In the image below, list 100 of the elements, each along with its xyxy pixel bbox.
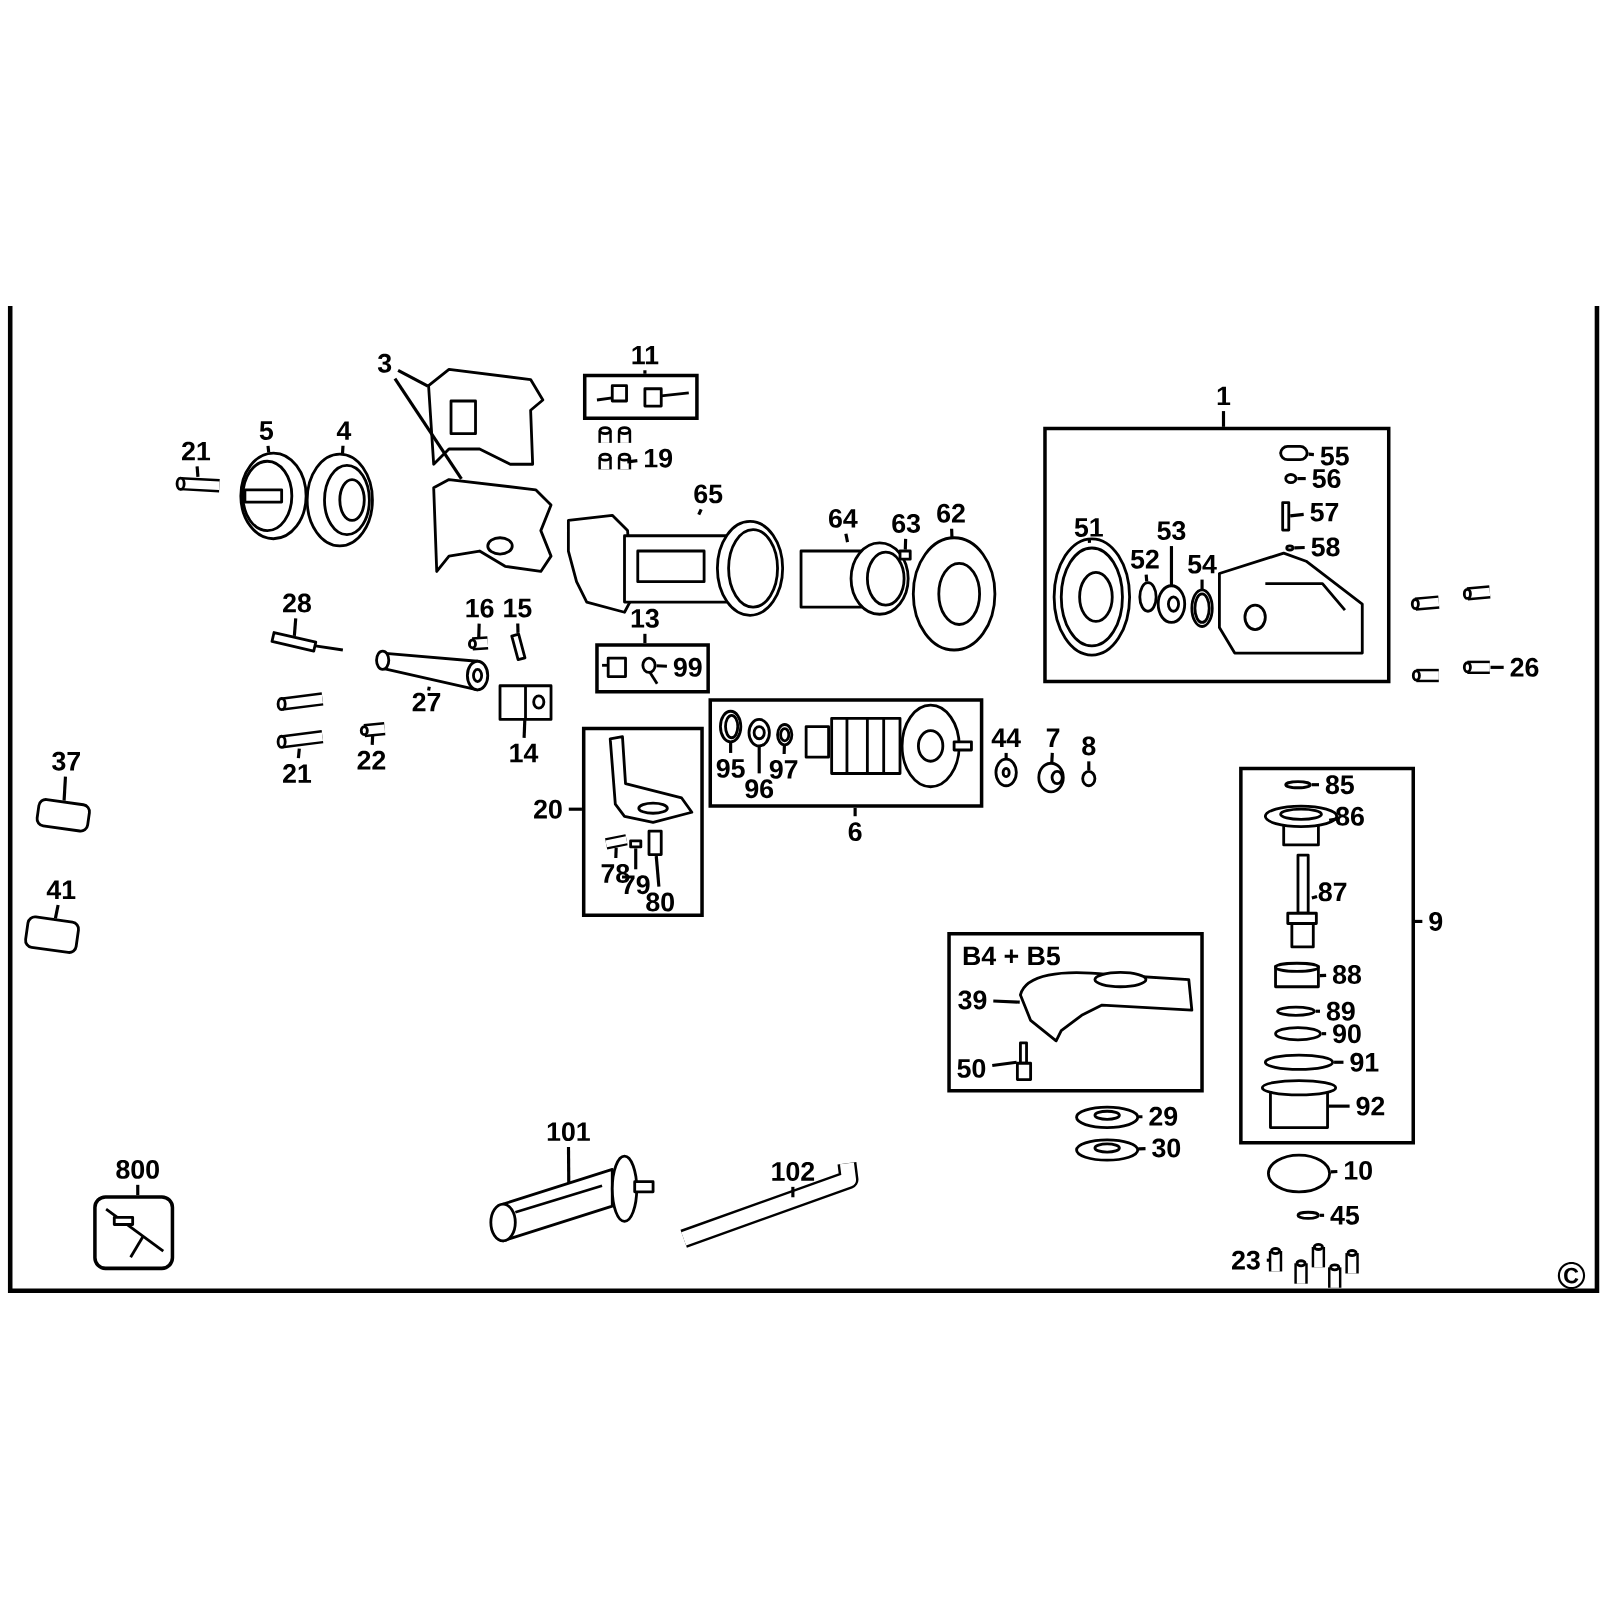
callout-number: 20: [534, 799, 562, 819]
group-frame: [708, 698, 984, 808]
ring-drawing: [1285, 544, 1295, 552]
bearing-drawing: [1156, 584, 1187, 624]
switch-drawing: [498, 684, 553, 721]
screw-drawing: [468, 636, 489, 651]
pin-drawing: [1015, 1041, 1033, 1081]
callout-number: 26: [1510, 657, 1539, 677]
leader-line: [1328, 817, 1338, 822]
leader-line: [1319, 973, 1327, 978]
washer-drawing: [994, 757, 1018, 788]
spindle-drawing: [1286, 853, 1318, 949]
label-sticker-drawing: [24, 915, 80, 954]
callout-number: 101: [547, 1122, 590, 1142]
callout-number: 96: [745, 779, 774, 799]
leader-line: [853, 807, 857, 817]
hex-key-drawing: [680, 1162, 859, 1248]
bearing-drawing: [1274, 961, 1320, 989]
callout-number: 21: [182, 441, 210, 461]
leader-line: [1050, 752, 1054, 763]
stator-drawing: [799, 541, 910, 616]
leader-line: [1334, 1060, 1344, 1064]
nut-drawing: [1037, 761, 1065, 794]
callout-number: 56: [1312, 469, 1341, 489]
spring-drawing: [1284, 473, 1298, 485]
leader-line: [1200, 579, 1204, 590]
leader-line: [522, 720, 527, 738]
callout-number: 91: [1350, 1052, 1379, 1072]
callout-number: 6: [848, 822, 862, 842]
group-frame: [581, 726, 704, 918]
screw-drawing: [617, 452, 632, 470]
screw-drawing: [276, 730, 324, 749]
callout-number: 89: [1326, 1001, 1355, 1021]
leader-line: [1294, 545, 1305, 550]
housing-cover-drawing: [432, 478, 553, 573]
leader-line: [1328, 1104, 1350, 1108]
callout-number: 28: [283, 593, 311, 613]
group-frame: [582, 373, 699, 421]
key-drawing: [629, 839, 643, 849]
callout-number: 16: [466, 598, 494, 618]
bearing-housing-drawing: [305, 452, 374, 548]
group-frame: [1043, 426, 1391, 684]
leader-line: [340, 445, 345, 454]
leader-line: [950, 528, 954, 538]
ring-drawing: [1284, 780, 1312, 790]
leader-line: [296, 748, 301, 759]
spring-drawing: [641, 656, 659, 685]
screw-drawing: [175, 476, 220, 493]
leader-line: [397, 368, 429, 388]
side-handle-drawing: [489, 1154, 655, 1243]
callout-number: 8: [1082, 736, 1096, 756]
cord-guard-drawing: [270, 631, 344, 653]
housing-cover-drawing: [427, 368, 545, 466]
callout-number: 22: [357, 750, 386, 770]
callout-number: 27: [412, 692, 441, 712]
callout-number: 54: [1188, 554, 1217, 574]
callout-number: 29: [1149, 1106, 1178, 1126]
callout-number: 57: [1310, 502, 1339, 522]
leader-line: [1311, 783, 1319, 787]
pin-drawing: [605, 834, 628, 850]
callout-number: 64: [829, 508, 858, 528]
leader-line: [393, 377, 463, 480]
leader-line: [1330, 1169, 1338, 1174]
leader-line: [1315, 1009, 1320, 1013]
ring-drawing: [719, 709, 743, 744]
gear-case-drawing: [1260, 1079, 1338, 1129]
callout-number: 63: [892, 513, 920, 533]
leader-line: [627, 459, 638, 464]
callout-number: 37: [52, 751, 80, 771]
callout-number: 99: [673, 657, 702, 677]
flange-drawing: [1075, 1105, 1140, 1129]
leader-line: [634, 848, 638, 870]
plate-drawing: [510, 632, 527, 662]
callout-number: 19: [645, 448, 673, 468]
callout-number: 87: [1318, 882, 1347, 902]
leader-line: [370, 735, 375, 745]
group-frame: [595, 643, 710, 694]
callout-number: 30: [1152, 1138, 1181, 1158]
leader-line: [656, 664, 668, 668]
leader-line: [1321, 1032, 1327, 1036]
leader-line: [1319, 1213, 1325, 1217]
leader-line: [697, 508, 703, 516]
callout-number: 97: [769, 759, 798, 779]
callout-number: 23: [1232, 1250, 1260, 1270]
leader-line: [1297, 477, 1306, 481]
callout-number: 51: [1074, 518, 1103, 537]
leader-line: [729, 742, 733, 753]
leader-line: [757, 746, 761, 774]
flange-drawing: [1075, 1138, 1140, 1162]
pin-drawing: [1281, 501, 1291, 532]
leader-line: [1311, 895, 1318, 900]
leader-line: [266, 445, 271, 453]
leader-line: [477, 623, 481, 639]
callout-number: 88: [1332, 965, 1361, 984]
leader-line: [1087, 538, 1092, 543]
callout-number: 50: [957, 1058, 986, 1078]
leader-line: [1221, 411, 1226, 427]
callout-number: 9: [1429, 911, 1443, 931]
leader-line: [1490, 665, 1504, 669]
callout-number: 85: [1325, 775, 1354, 795]
